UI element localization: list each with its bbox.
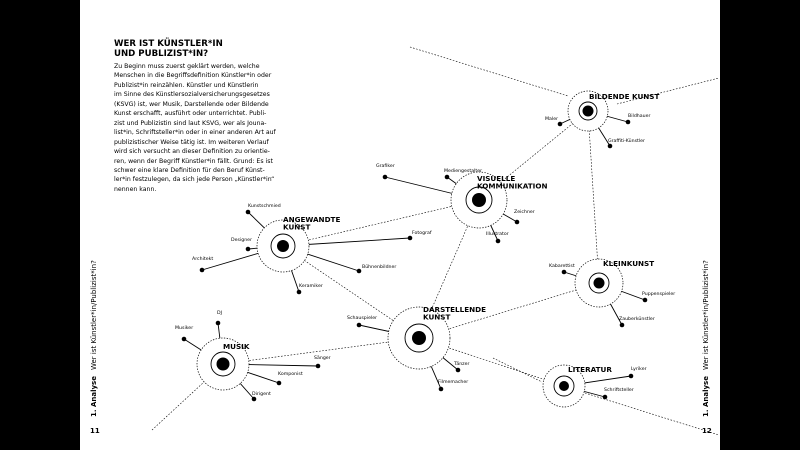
sub-node-dot <box>296 289 302 295</box>
sub-node-label: Bühnenbildner <box>362 264 396 270</box>
sub-node-dot <box>382 174 388 180</box>
sub-node-label: Sänger <box>314 355 331 361</box>
hub-label: KUNST <box>283 223 310 232</box>
dashed-connection-line <box>587 110 600 284</box>
hub-label: KOMMUNIKATION <box>477 182 547 191</box>
chapter-label: 1. Analyse <box>90 376 98 417</box>
sub-node-dot <box>245 209 251 215</box>
hub-dot <box>412 331 426 345</box>
sub-node-label: Filmemacher <box>438 379 468 385</box>
hub-dot <box>582 105 594 117</box>
sub-node-dot <box>438 386 444 392</box>
page-number-left: 11 <box>90 427 100 435</box>
sub-node-label: Keramiker <box>299 283 323 289</box>
hub-label: VISUELLE <box>477 174 515 183</box>
sub-node-label: Komponist <box>278 371 303 377</box>
sub-node-dot <box>625 119 631 125</box>
sub-node-label: Kunstschmied <box>248 203 281 209</box>
chapter-title: Wer ist Künstler*in/Publizist*in? <box>702 260 710 371</box>
sub-node-label: Architekt <box>192 256 213 262</box>
sub-node-dot <box>315 363 321 369</box>
sub-node-label: DJ <box>217 310 222 316</box>
sub-node-label: Musiker <box>175 325 193 331</box>
dashed-connection-line <box>151 381 205 431</box>
sub-node-dot <box>199 267 205 273</box>
section-heading: WER IST KÜNSTLER*IN UND PUBLIZIST*IN? <box>114 39 314 60</box>
hub-dot <box>277 240 289 252</box>
sub-node-dot <box>407 235 413 241</box>
sub-node-label: Fotograf <box>412 230 432 236</box>
dashed-connection-line <box>409 46 569 97</box>
sub-node-label: Maler <box>545 116 558 122</box>
sub-node-label: Tänzer <box>453 361 470 367</box>
running-head-left: 1. Analyse Wer ist Künstler*in/Publizist*… <box>90 225 102 425</box>
intro-paragraph: Zu Beginn muss zuerst geklärt werden, we… <box>114 63 276 193</box>
dashed-connection-line <box>282 199 480 247</box>
hub-dot <box>559 381 569 391</box>
dashed-connection-line <box>584 392 720 436</box>
sub-node-dot <box>514 219 520 225</box>
page-number-right: 12 <box>702 427 712 435</box>
sub-node-dot <box>628 373 634 379</box>
hub-dot <box>216 357 230 371</box>
sub-node-dot <box>276 380 282 386</box>
sub-node-dot <box>642 297 648 303</box>
sub-node-dot <box>495 238 501 244</box>
sub-node-label: Dirigent <box>252 391 271 397</box>
hub-label: KLEINKUNST <box>603 259 654 268</box>
hub-label: ANGEWANDTE <box>283 215 340 224</box>
sub-node-label: Graffiti-Künstler <box>608 138 645 144</box>
chapter-label: 1. Analyse <box>702 376 710 417</box>
sub-node-label: Schriftsteller <box>604 387 634 393</box>
dashed-connection-line <box>478 110 589 201</box>
sub-node-dot <box>215 320 221 326</box>
sub-node-dot <box>444 174 450 180</box>
sub-node-label: Mediengestalter <box>444 168 482 174</box>
sub-node-dot <box>356 268 362 274</box>
sub-node-label: Zauberkünstler <box>619 316 655 322</box>
sub-node-dot <box>251 396 257 402</box>
sub-node-dot <box>561 269 567 275</box>
hub-dot <box>593 277 605 289</box>
sub-node-dot <box>455 367 461 373</box>
sub-node-label: Schauspieler <box>347 315 377 321</box>
sub-node-label: Grafiker <box>376 163 395 169</box>
running-head-right: 1. Analyse Wer ist Künstler*in/Publizist*… <box>702 225 714 425</box>
sub-node-dot <box>557 121 563 127</box>
sub-node-dot <box>181 336 187 342</box>
sub-node-label: Bildhauer <box>628 113 650 119</box>
heading-line-2: UND PUBLIZIST*IN? <box>114 49 209 60</box>
sub-node-label: Lyriker <box>631 366 647 372</box>
sub-node-dot <box>245 246 251 252</box>
hub-label: KUNST <box>423 313 450 322</box>
dashed-connection-line <box>418 282 600 339</box>
hub-label: MUSIK <box>223 342 250 351</box>
sub-node-dot <box>619 322 625 328</box>
hub-label: DARSTELLENDE <box>423 305 486 314</box>
dashed-connection-line <box>492 357 543 383</box>
hub-label: BILDENDE KUNST <box>589 92 659 101</box>
sub-node-label: Zeichner <box>514 209 535 215</box>
sub-node-dot <box>602 394 608 400</box>
chapter-title: Wer ist Künstler*in/Publizist*in? <box>90 260 98 371</box>
dashed-connection-line <box>616 77 720 105</box>
sub-node-label: Designer <box>231 237 252 243</box>
sub-node-dot <box>356 322 362 328</box>
dashed-connection-line <box>222 337 420 365</box>
sub-node-label: Kabarettist <box>549 263 575 269</box>
sub-node-dot <box>607 143 613 149</box>
sub-node-label: Illustrator <box>486 231 509 237</box>
heading-line-1: WER IST KÜNSTLER*IN <box>114 39 223 49</box>
sub-node-label: Puppenspieler <box>642 291 675 297</box>
hub-label: LITERATUR <box>568 365 612 374</box>
hub-dot <box>472 193 486 207</box>
